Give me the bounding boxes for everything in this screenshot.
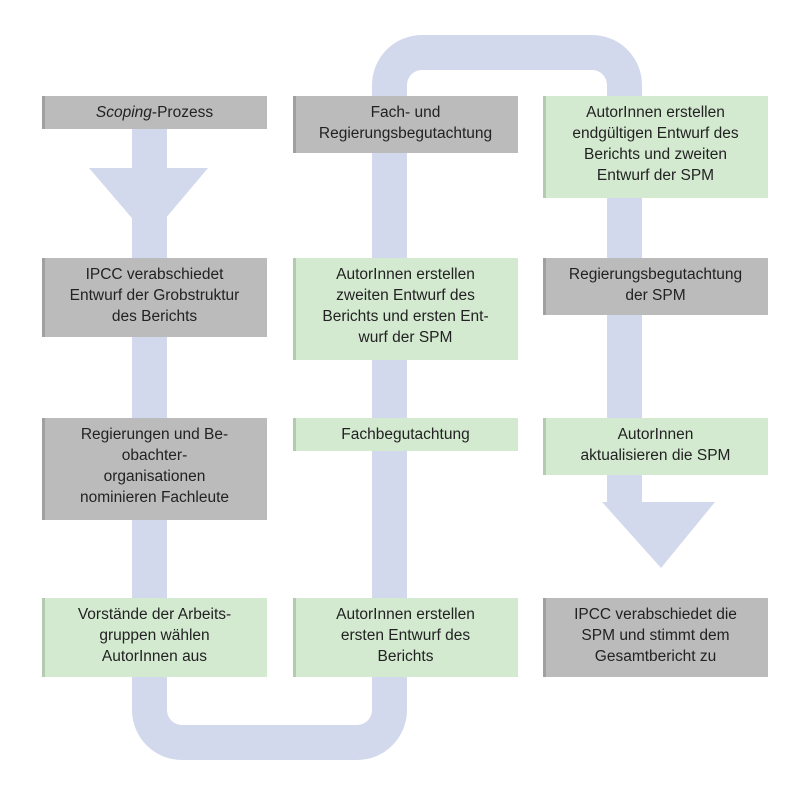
step-scoping-process-text: Scoping-Prozess — [95, 104, 214, 121]
step-expert-review-text: Fachbegutachtung — [341, 426, 470, 443]
arrow-head-col3 — [602, 502, 715, 568]
step-bureau-selects-authors-text: Vorstände der Arbeits- gruppen wählen Au… — [77, 606, 232, 665]
step-government-review-spm-text: Regierungsbegutachtung der SPM — [568, 266, 743, 304]
step-authors-update-spm: AutorInnen aktualisieren die SPM — [543, 418, 768, 475]
step-ipcc-approves-spm-text: IPCC verabschiedet die SPM und stimmt de… — [574, 606, 737, 665]
step-ipcc-approves-outline-text: IPCC verabschiedet Entwurf der Grobstruk… — [69, 266, 240, 325]
step-government-review-spm: Regierungsbegutachtung der SPM — [543, 258, 768, 315]
step-authors-first-draft-text: AutorInnen erstellen ersten Entwurf des … — [336, 606, 475, 665]
flow-turn-top — [372, 35, 642, 95]
step-governments-nominate-experts-text: Regierungen und Be- obachter- organisati… — [79, 426, 230, 506]
step-expert-and-government-review-text: Fach- und Regierungsbegutachtung — [318, 104, 493, 142]
step-authors-second-draft-text: AutorInnen erstellen zweiten Entwurf des… — [322, 266, 489, 346]
step-authors-second-draft: AutorInnen erstellen zweiten Entwurf des… — [293, 258, 518, 360]
step-authors-first-draft: AutorInnen erstellen ersten Entwurf des … — [293, 598, 518, 677]
step-authors-update-spm-text: AutorInnen aktualisieren die SPM — [580, 426, 731, 464]
arrow-head-col1 — [89, 168, 208, 238]
step-bureau-selects-authors: Vorstände der Arbeits- gruppen wählen Au… — [42, 598, 267, 677]
step-expert-review: Fachbegutachtung — [293, 418, 518, 451]
flow-turn-bottom — [132, 690, 407, 760]
step-governments-nominate-experts: Regierungen und Be- obachter- organisati… — [42, 418, 267, 520]
step-ipcc-approves-spm: IPCC verabschiedet die SPM und stimmt de… — [543, 598, 768, 677]
step-expert-and-government-review: Fach- und Regierungsbegutachtung — [293, 96, 518, 153]
step-authors-final-draft: AutorInnen erstellen endgültigen Entwurf… — [543, 96, 768, 198]
step-authors-final-draft-text: AutorInnen erstellen endgültigen Entwurf… — [572, 104, 739, 184]
step-ipcc-approves-outline: IPCC verabschiedet Entwurf der Grobstruk… — [42, 258, 267, 337]
step-scoping-process: Scoping-Prozess — [42, 96, 267, 129]
